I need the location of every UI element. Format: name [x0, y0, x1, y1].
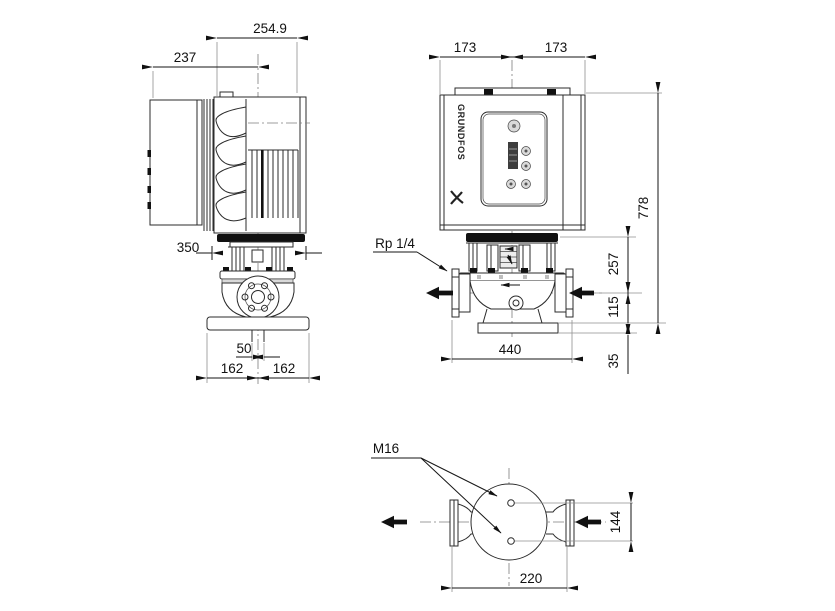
pump-side — [206, 267, 310, 342]
dim-257: 257 — [606, 253, 621, 276]
vent-arrow-icon — [506, 254, 513, 265]
bolt-callout: M16 — [371, 441, 502, 534]
grundfos-logo-icon — [450, 190, 464, 205]
dim-220: 220 — [520, 571, 543, 586]
flow-arrow-out-icon — [381, 515, 407, 529]
cooling-fins — [215, 99, 247, 231]
dim-237: 237 — [174, 50, 197, 65]
dim-35: 35 — [606, 353, 621, 368]
front-view: GRUNDFOS — [373, 40, 666, 374]
motor-rib-strip — [203, 99, 214, 231]
control-panel — [480, 111, 548, 207]
flow-arrow-out-icon — [426, 286, 453, 300]
lantern-side — [228, 246, 288, 271]
suction-flange-top — [449, 499, 473, 547]
side-dimensions: 254.9 237 350 50 162 162 — [142, 21, 322, 383]
pump-foot — [206, 316, 310, 331]
dim-350: 350 — [177, 240, 200, 255]
pump-front — [451, 268, 574, 334]
terminal-box — [147, 99, 203, 226]
base-circle — [470, 483, 548, 561]
dim-50: 50 — [236, 341, 251, 356]
motor-side — [203, 91, 310, 248]
top-dimensions: 220 144 — [441, 492, 634, 592]
bolt-hole — [507, 499, 515, 507]
dim-162-left: 162 — [221, 361, 244, 376]
dim-254-9: 254.9 — [253, 21, 287, 36]
flow-arrow-in-icon — [575, 515, 601, 529]
dim-173-left: 173 — [454, 40, 477, 55]
lantern-front — [466, 242, 558, 273]
flange-face — [236, 275, 280, 319]
dim-440: 440 — [499, 342, 522, 357]
grundfos-logo-text: GRUNDFOS — [456, 104, 466, 160]
dim-173-right: 173 — [545, 40, 568, 55]
label-rp14: Rp 1/4 — [375, 236, 415, 251]
suction-flange — [451, 268, 471, 318]
dim-115: 115 — [606, 296, 621, 318]
drain-plug-boss — [508, 295, 524, 311]
side-view: 254.9 237 350 50 162 162 — [142, 21, 322, 384]
flow-arrow-in-icon — [569, 286, 594, 300]
motor-front: GRUNDFOS — [439, 87, 586, 242]
discharge-flange-top — [546, 499, 575, 547]
front-dimensions: 173 173 778 257 115 35 440 — [429, 40, 666, 374]
dim-144: 144 — [608, 510, 623, 533]
fin-block — [248, 97, 301, 233]
label-m16: M16 — [373, 441, 399, 456]
top-view: M16 220 144 — [371, 441, 634, 592]
baseplate-front — [477, 322, 559, 334]
motor-flange-band — [217, 234, 305, 242]
dim-778: 778 — [636, 197, 651, 220]
dim-162-right: 162 — [273, 361, 296, 376]
motor-flange-band-front — [466, 233, 558, 242]
gauge-port-callout: Rp 1/4 — [373, 236, 448, 272]
coupling-window — [251, 249, 264, 263]
bolt-hole — [507, 537, 515, 545]
